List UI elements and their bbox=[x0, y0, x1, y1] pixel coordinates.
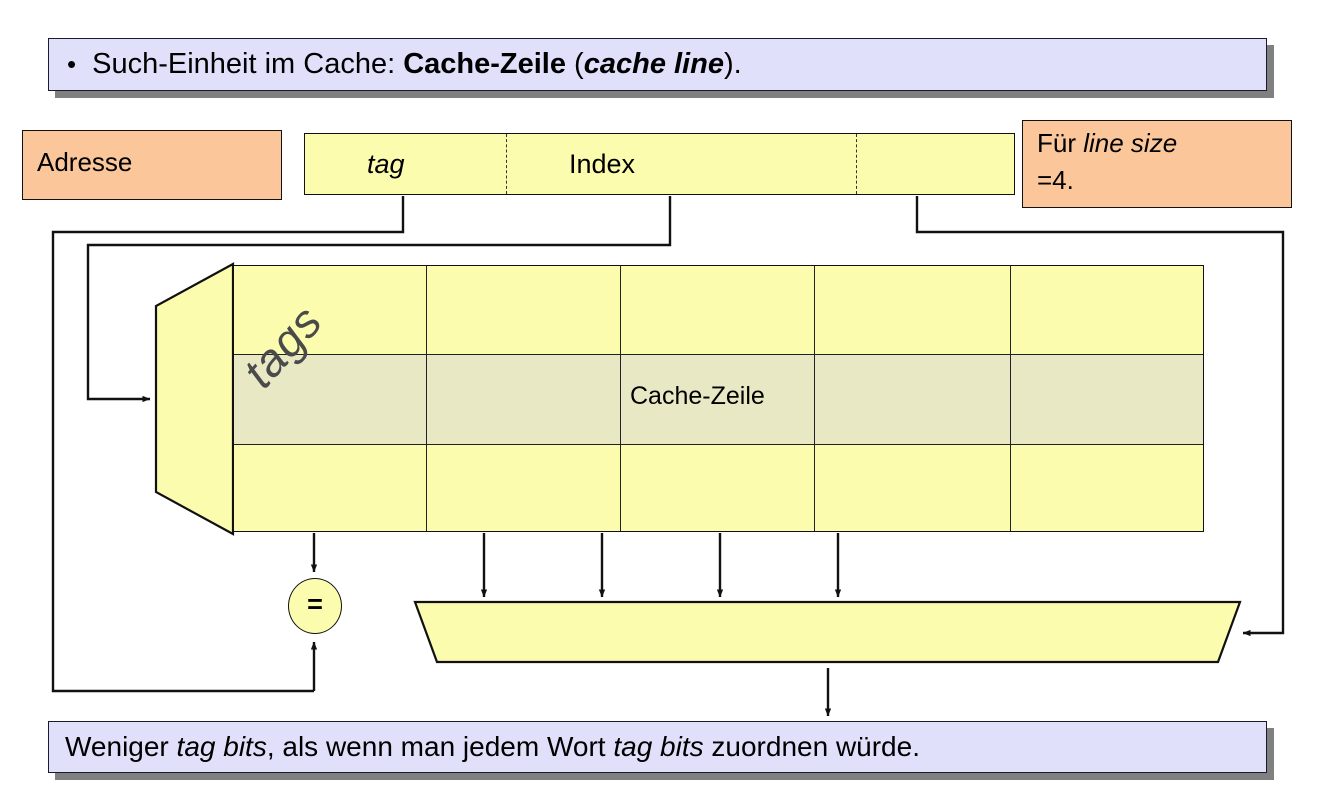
line-size-note-line2: =4. bbox=[1037, 165, 1074, 195]
cache-grid: tags Cache-Zeile bbox=[233, 265, 1204, 532]
top-banner-zeile-bold: -Zeile bbox=[490, 47, 566, 80]
address-field-tag: tag bbox=[367, 149, 405, 179]
address-divider-index-offset bbox=[856, 134, 857, 194]
bottom-banner-part3: , als wenn man jedem Wort bbox=[266, 730, 614, 762]
top-banner-part6: ). bbox=[723, 47, 742, 80]
top-banner-cacheline-bolditalic: cache line bbox=[583, 47, 724, 80]
line-size-note-italic: line size bbox=[1083, 128, 1178, 158]
bottom-banner-tagbits-1: tag bits bbox=[176, 730, 267, 762]
top-banner-part4: ( bbox=[566, 47, 584, 80]
bottom-banner-text: Weniger tag bits, als wenn man jedem Wor… bbox=[49, 731, 920, 763]
address-field-index: Index bbox=[569, 149, 636, 179]
decoder-polygon bbox=[154, 262, 235, 536]
bottom-banner-part5: zuordnen würde. bbox=[703, 730, 920, 762]
top-banner-part1: Such-Einheit im Cache: bbox=[92, 47, 404, 80]
bottom-banner: Weniger tag bits, als wenn man jedem Wor… bbox=[48, 721, 1267, 773]
adresse-box: Adresse bbox=[22, 130, 282, 200]
wire-index-to-decoder bbox=[86, 196, 672, 403]
cache-highlighted-row bbox=[234, 354, 1203, 444]
top-banner-cache-bold: Cache bbox=[403, 47, 491, 80]
top-banner-text: Such-Einheit im Cache: Cache-Zeile (cach… bbox=[92, 48, 742, 81]
address-bar: tag Index bbox=[304, 133, 1015, 195]
top-banner: • Such-Einheit im Cache: Cache-Zeile (ca… bbox=[48, 38, 1267, 91]
decoder-shape bbox=[154, 262, 235, 536]
adresse-label: Adresse bbox=[37, 147, 133, 177]
grid-row-line-1 bbox=[234, 354, 1203, 355]
comparator-equals-symbol: = bbox=[307, 589, 323, 619]
grid-col-line-3 bbox=[814, 266, 815, 531]
multiplexer-shape bbox=[413, 600, 1242, 664]
bottom-banner-part1: Weniger bbox=[65, 730, 177, 762]
grid-col-line-4 bbox=[1010, 266, 1011, 531]
mux-polygon bbox=[413, 600, 1242, 664]
grid-col-line-2 bbox=[620, 266, 621, 531]
bullet-icon: • bbox=[67, 49, 77, 79]
cache-line-label: Cache-Zeile bbox=[630, 382, 765, 410]
wire-tag-to-comparator bbox=[51, 196, 405, 693]
wire-offset-to-mux-select bbox=[915, 196, 1285, 637]
line-size-note-prefix: Für bbox=[1037, 128, 1084, 158]
bottom-banner-tagbits-2: tag bits bbox=[613, 730, 704, 762]
comparator: = bbox=[288, 578, 342, 634]
grid-col-line-1 bbox=[426, 266, 427, 531]
line-size-note-box: Für line size =4. bbox=[1022, 120, 1292, 208]
address-divider-tag-index bbox=[506, 134, 507, 194]
grid-row-line-2 bbox=[234, 444, 1203, 445]
line-size-note-line1: Für line size bbox=[1037, 128, 1177, 159]
